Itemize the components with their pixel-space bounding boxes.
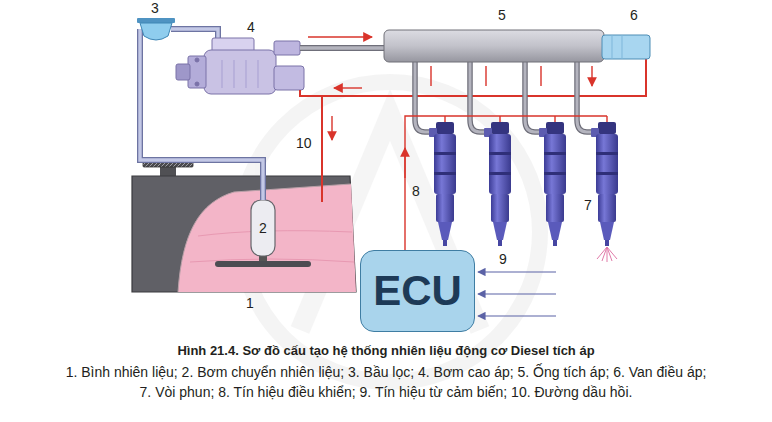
common-rail xyxy=(384,30,650,62)
callout-number: 9 xyxy=(499,252,507,267)
callout-number: 6 xyxy=(630,8,638,23)
high-pressure-line xyxy=(300,37,386,48)
callout-number: 5 xyxy=(498,8,506,23)
control-signal-line xyxy=(405,116,607,250)
sensor-signal-lines xyxy=(478,272,556,316)
parts-list-line: 1. Bình nhiên liệu; 2. Bơm chuyển nhiên … xyxy=(66,365,707,380)
node-label: ECU xyxy=(373,268,462,314)
parts-list-line: 7. Vòi phun; 8. Tín hiệu điều khiển; 9. … xyxy=(140,385,633,400)
injector-pipes xyxy=(415,62,595,132)
injectors xyxy=(429,122,618,262)
transfer-pump xyxy=(215,200,311,267)
callout-number: 1 xyxy=(246,296,254,311)
callout-number: 8 xyxy=(412,184,420,199)
callout-number: 10 xyxy=(296,136,312,151)
callout-number: 7 xyxy=(584,198,592,213)
callout-number: 4 xyxy=(247,20,255,35)
ecu-box: ECU xyxy=(360,250,475,332)
fuel-filter xyxy=(137,18,175,40)
callout-number: 3 xyxy=(151,1,159,16)
high-pressure-pump xyxy=(176,38,304,94)
figure-caption: Hình 21.4. Sơ đồ cấu tạo hệ thống nhiên … xyxy=(177,344,594,358)
callout-number: 2 xyxy=(259,221,267,236)
